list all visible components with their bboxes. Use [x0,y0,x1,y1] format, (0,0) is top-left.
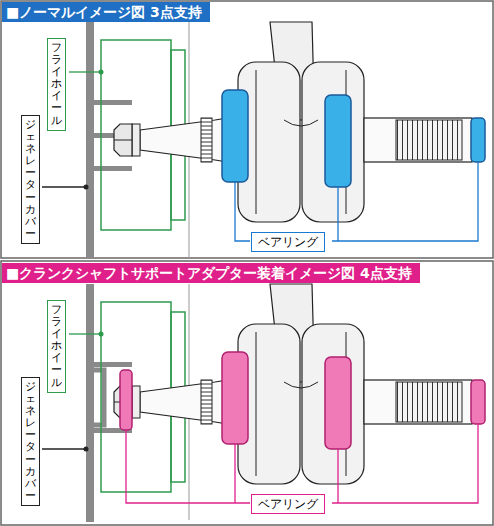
leader-dot [84,185,89,190]
header-band: ■クランクシャフトサポートアダプター装着イメージ図 4点支持 [2,263,420,283]
leader-dot [99,332,104,337]
label-text: ■ノーマルイメージ図 3点支持 [6,2,202,22]
label-text: ■クランクシャフトサポートアダプター装着イメージ図 4点支持 [6,263,412,283]
label-box: ベアリング [251,494,325,514]
label-box: フライホイール [47,38,66,131]
leader-line [42,448,86,449]
panel-frame [1,261,493,525]
label-box: フライホイール [47,300,66,393]
leader-line [126,424,478,503]
leader-line [69,333,101,334]
leader-line [69,71,101,72]
label-text: ジェネレーターカバー [25,381,36,502]
label-text: フライホイール [51,42,62,127]
label-text: ベアリング [258,496,318,512]
leader-dot [99,70,104,75]
leader-line [235,162,478,241]
label-box: ジェネレーターカバー [21,377,40,506]
label-text: フライホイール [51,304,62,389]
label-text: ジェネレーターカバー [25,119,36,240]
label-box: ジェネレーターカバー [21,115,40,244]
crank-assembly [86,22,485,258]
label-text: ベアリング [258,234,318,250]
header-band: ■ノーマルイメージ図 3点支持 [2,2,210,22]
label-box: ベアリング [251,232,325,252]
panel-frame [1,1,493,258]
leader-line [42,186,86,187]
leader-dot [84,447,89,452]
crank-assembly [86,284,485,522]
